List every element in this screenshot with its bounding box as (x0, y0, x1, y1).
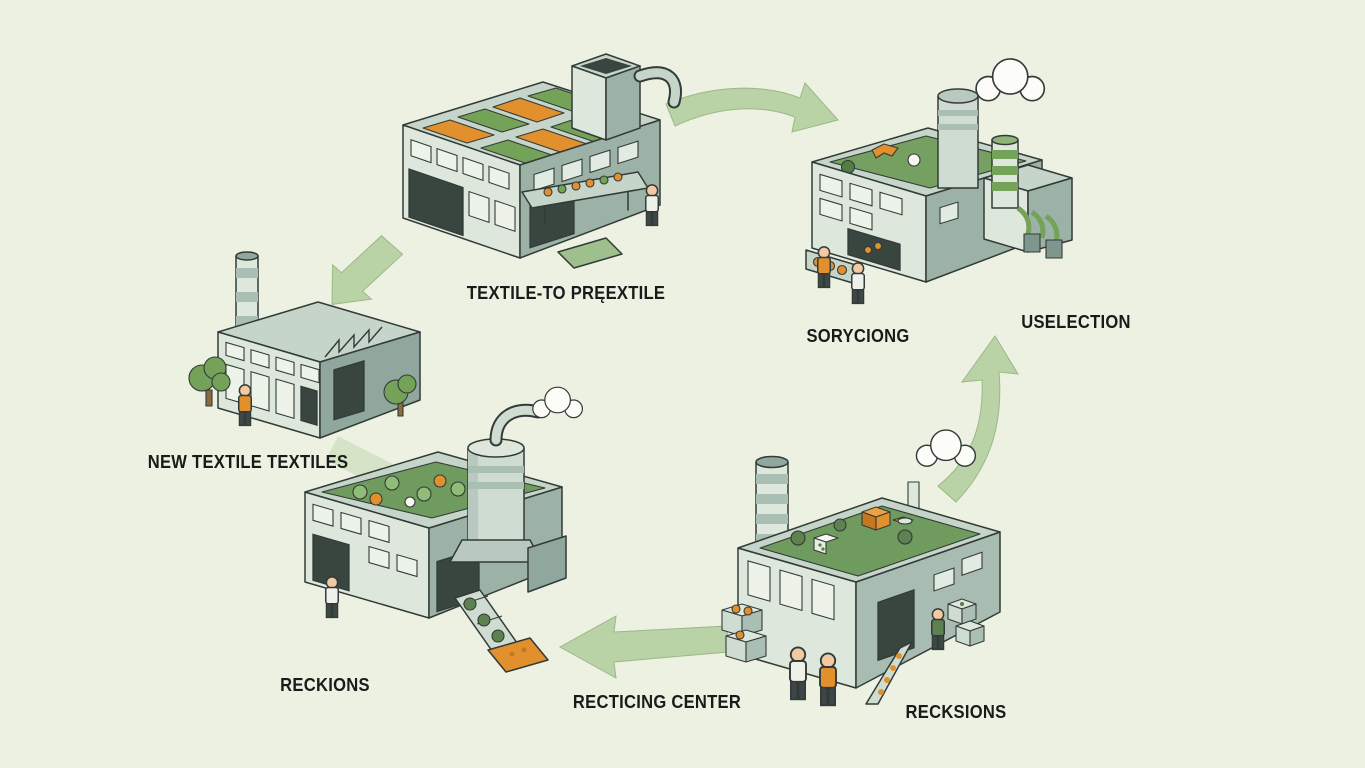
tree-icon (188, 356, 231, 407)
worker-figure (851, 262, 865, 305)
arrow-top-to-newtextiles (331, 235, 404, 305)
worker-figure (819, 652, 837, 707)
worker-figure (645, 184, 659, 227)
arrow-top-to-sorting (665, 82, 839, 133)
sawtooth-roof-icon (324, 326, 383, 358)
label-recycling-center: RECTICING CENTER (572, 692, 742, 712)
box-icon (947, 598, 977, 625)
smoke-cloud-icon (915, 429, 977, 467)
green-ramp-icon (557, 237, 623, 269)
smoke-cloud-icon (532, 386, 584, 419)
chimney-icon (937, 95, 979, 189)
label-new-textiles: NEW TEXTILE TEXTILES (147, 452, 349, 472)
worker-figure (325, 576, 339, 619)
smoke-cloud-icon (975, 58, 1046, 102)
crate-icon (725, 629, 767, 663)
collection-building-illustration (721, 429, 1001, 707)
box-icon (955, 620, 985, 647)
textile-factory-illustration (402, 53, 682, 269)
tree-icon (383, 374, 417, 417)
new-textiles-factory-illustration (188, 251, 421, 439)
arrow-collection-to-sorting (937, 335, 1019, 503)
recycling-center-illustration (304, 386, 584, 673)
label-reckions: RECKIONS (280, 675, 370, 695)
worker-figure (931, 608, 945, 651)
arrow-collection-to-recycling (558, 615, 729, 679)
sorting-facility-illustration (805, 58, 1073, 305)
crate-icon (721, 603, 763, 637)
label-collection: USELECTION (1021, 312, 1131, 332)
worker-figure (817, 246, 831, 289)
label-sorting: SORYCIONG (806, 326, 910, 346)
orange-chute-icon (487, 637, 549, 673)
tshirt-icon (871, 143, 899, 159)
label-recksions: RECKSIONS (905, 702, 1007, 722)
worker-figure (238, 384, 252, 427)
label-textile-to-textile: TEXTILE-TO PRĘEXTILE (466, 283, 666, 303)
worker-figure (789, 646, 807, 701)
